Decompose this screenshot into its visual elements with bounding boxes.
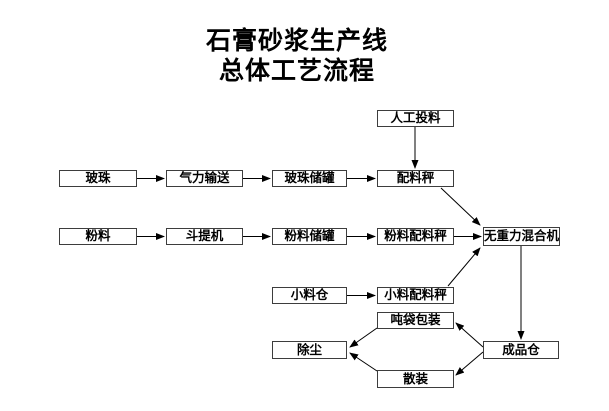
node-gravity-free-mixer: 无重力混合机 (483, 227, 560, 246)
title-line-2: 总体工艺流程 (218, 57, 375, 85)
edge-ton-bag-packing-to-dust-removal (349, 327, 378, 348)
node-finished-product-bin: 成品仓 (483, 341, 559, 359)
node-additive-bin: 小料仓 (272, 287, 347, 304)
edge-finished-product-bin-to-ton-bag-packing (455, 322, 484, 348)
node-bucket-elevator: 斗提机 (166, 228, 243, 245)
node-powder-storage-tank: 粉料储罐 (272, 228, 347, 245)
edge-additive-batching-scale-to-gravity-free-mixer (447, 247, 481, 287)
edge-batching-scale-to-gravity-free-mixer (440, 187, 481, 226)
node-additive-batching-scale: 小料配料秤 (377, 287, 454, 304)
node-powder-batching-scale: 粉料配料秤 (377, 228, 454, 245)
edge-bulk-loading-to-dust-removal (349, 352, 378, 372)
node-manual-feeding: 人工投料 (377, 110, 454, 127)
node-bulk-loading: 散装 (377, 370, 454, 388)
node-powder: 粉料 (59, 228, 137, 245)
edge-finished-product-bin-to-bulk-loading (455, 351, 484, 376)
node-ton-bag-packing: 吨袋包装 (377, 312, 454, 329)
diagram-title: 石膏砂浆生产线 总体工艺流程 (0, 26, 594, 86)
node-glass-bead-storage-tank: 玻珠储罐 (272, 170, 347, 187)
node-glass-beads: 玻珠 (59, 170, 137, 187)
node-batching-scale: 配料秤 (377, 170, 454, 187)
node-pneumatic-conveying: 气力输送 (166, 170, 243, 187)
title-line-1: 石膏砂浆生产线 (205, 27, 388, 55)
node-dust-removal: 除尘 (272, 341, 347, 359)
